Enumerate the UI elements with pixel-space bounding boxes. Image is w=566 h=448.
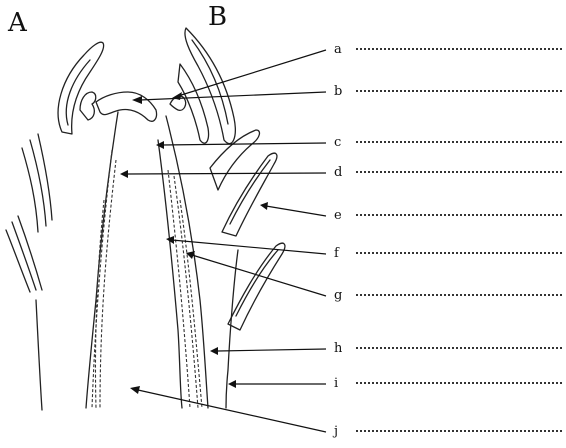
answer-line-e <box>356 214 562 216</box>
panel-a-vascular-2 <box>100 160 116 408</box>
arrow-i <box>228 380 236 388</box>
leader-j <box>138 390 326 432</box>
label-a: a <box>334 43 342 56</box>
label-d: d <box>334 166 342 179</box>
label-c: c <box>334 136 341 149</box>
answer-line-c <box>356 141 562 143</box>
panel-a-small-primordium <box>80 92 96 120</box>
arrow-c <box>156 141 164 149</box>
label-j: j <box>334 425 338 438</box>
leader-b <box>140 92 326 100</box>
panel-b-title: B <box>208 4 227 30</box>
label-h: h <box>334 342 342 355</box>
answer-line-j <box>356 430 562 432</box>
label-f: f <box>334 247 339 260</box>
leader-a <box>178 50 326 96</box>
panel-b-branch-g <box>228 243 285 330</box>
panel-a-branch-lower <box>6 216 42 292</box>
panel-a-leaf-top <box>58 42 104 134</box>
answer-line-f <box>356 252 562 254</box>
leader-e <box>266 206 326 216</box>
panel-b-vascular-2 <box>174 176 198 408</box>
label-i: i <box>334 377 338 390</box>
panel-a-vascular-1 <box>92 150 112 408</box>
arrow-b <box>132 96 142 104</box>
answer-line-b <box>356 90 562 92</box>
leader-h <box>218 349 326 351</box>
panel-a-lower-stem <box>36 300 42 410</box>
panel-a-branch-upper <box>22 134 52 232</box>
arrow-j <box>130 386 140 394</box>
label-b: b <box>334 85 342 98</box>
panel-a-stem-left <box>86 112 118 408</box>
arrow-e <box>260 202 268 210</box>
panel-b-branch-c <box>210 130 259 190</box>
leader-f <box>172 240 326 254</box>
panel-b-stem-left <box>158 140 182 408</box>
leader-lines <box>120 50 326 432</box>
leader-g <box>192 255 326 296</box>
panel-a-apical-dome <box>96 92 157 121</box>
answer-line-g <box>356 294 562 296</box>
answer-line-a <box>356 48 562 50</box>
panel-b-vascular-1 <box>168 170 190 408</box>
label-e: e <box>334 209 342 222</box>
label-g: g <box>334 289 342 302</box>
leader-d <box>128 173 326 174</box>
panel-a-drawing <box>6 42 157 410</box>
panel-a-title: A <box>8 10 27 36</box>
panel-b-branch-e-inner <box>230 160 270 224</box>
arrow-h <box>210 347 218 355</box>
leader-c <box>162 143 326 145</box>
answer-line-d <box>356 171 562 173</box>
answer-line-h <box>356 347 562 349</box>
arrow-d <box>120 170 128 178</box>
answer-line-i <box>356 382 562 384</box>
panel-b-branch-g-inner <box>236 250 278 316</box>
panel-b-leaf-2 <box>178 64 209 143</box>
